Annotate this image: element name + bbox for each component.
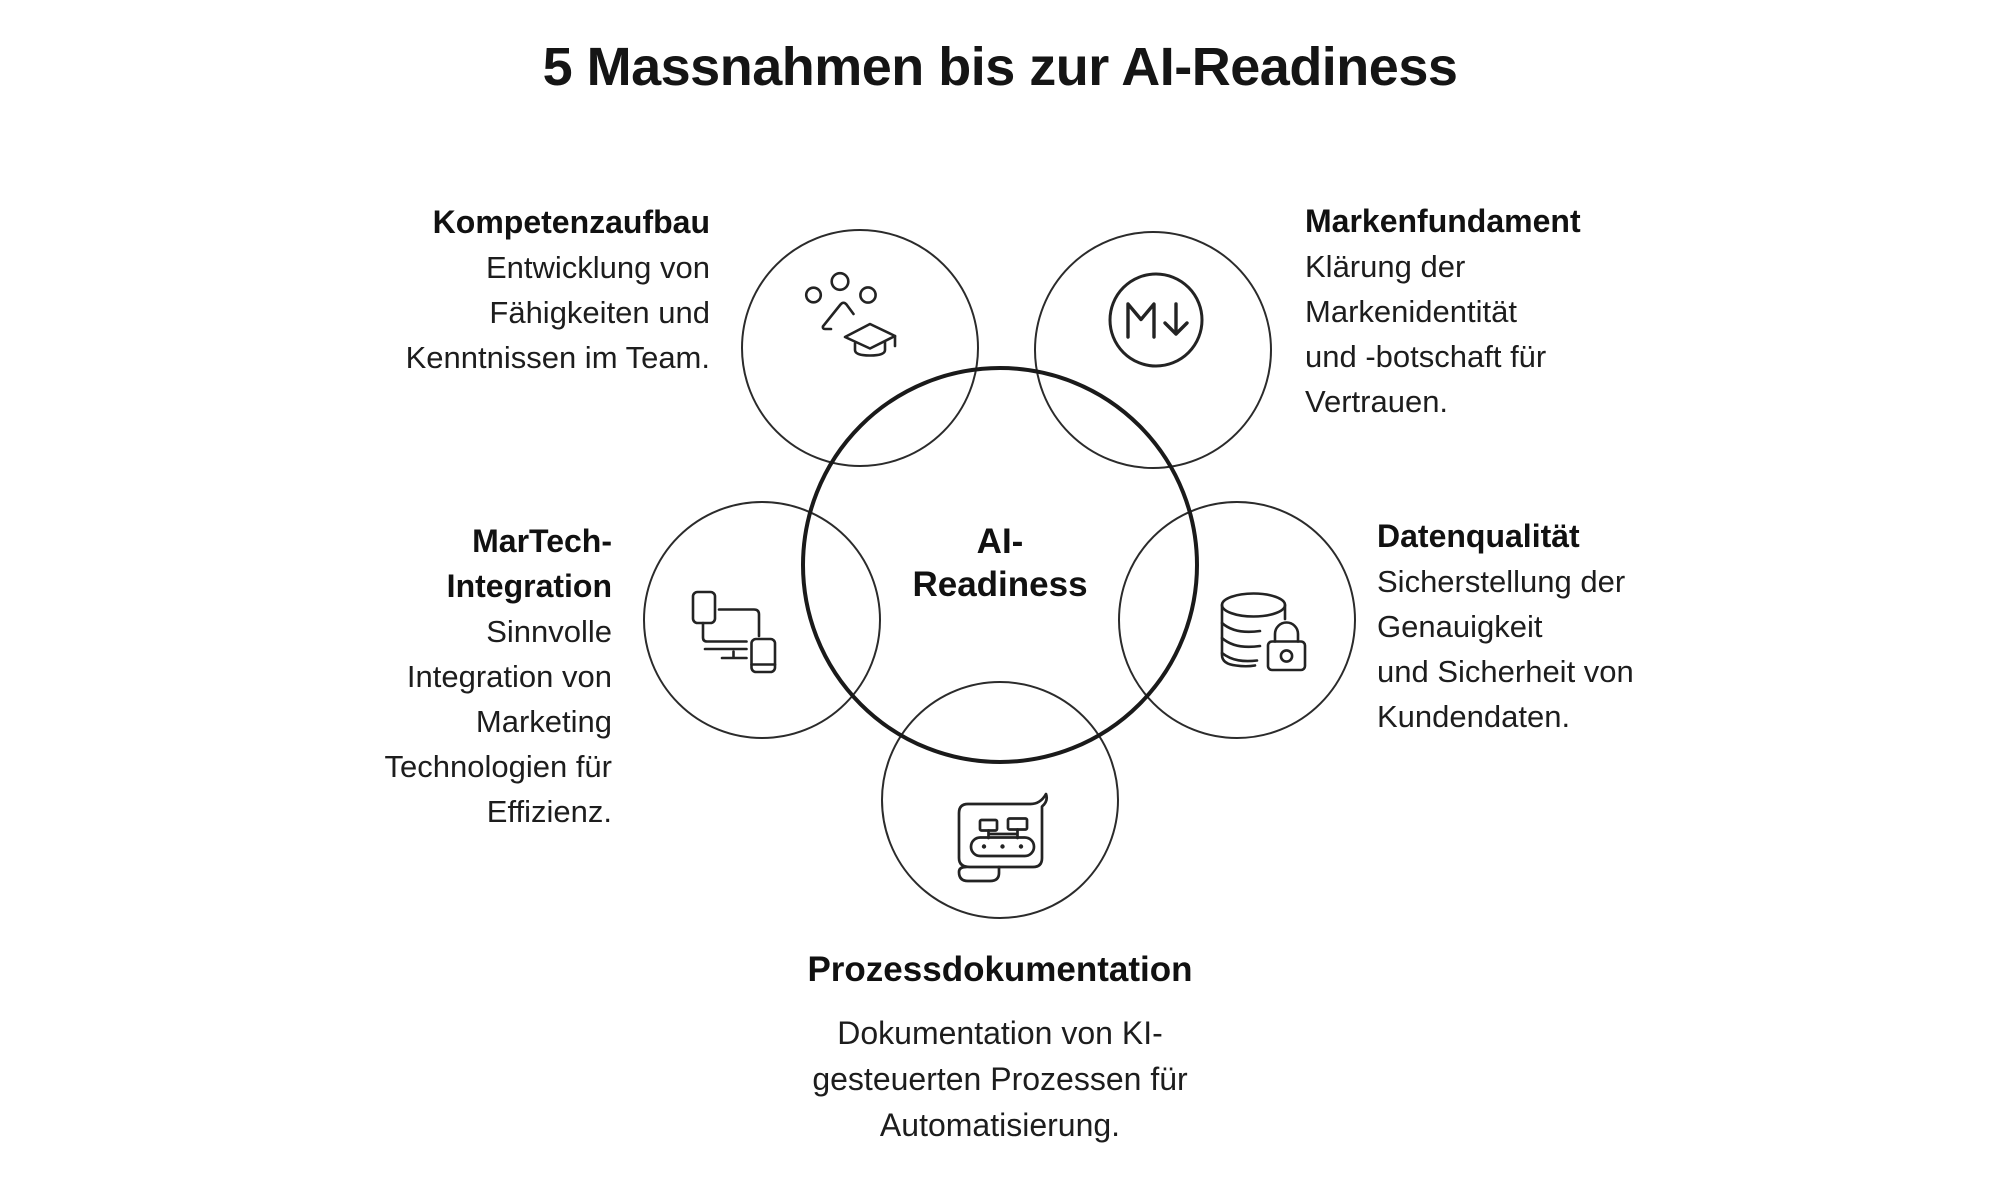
item-text-line: Kundendaten. — [1377, 699, 1571, 734]
item-text-line: Integration von — [406, 659, 612, 694]
database-lock-icon — [1220, 592, 1307, 672]
team-learning-icon — [804, 271, 897, 357]
item-text-line: Markenidentität — [1305, 294, 1517, 329]
markdown-circle-icon — [1108, 272, 1204, 368]
item-text-line: gesteuerten Prozessen für — [812, 1061, 1188, 1097]
item-text-line: Genauigkeit — [1377, 609, 1543, 644]
circle-prozessdokumentation — [881, 681, 1119, 919]
item-text-line: Dokumentation von KI- — [837, 1015, 1163, 1051]
item-text-line: Sinnvolle — [486, 614, 612, 649]
item-heading: Integration — [446, 568, 612, 604]
circle-markenfundament — [1034, 231, 1272, 469]
connected-devices-icon — [691, 590, 777, 674]
item-markenfundament: Markenfundament Klärung der Markenidenti… — [1305, 199, 1581, 424]
item-text-line: Effizienz. — [486, 794, 612, 829]
item-text-line: Fähigkeiten und — [489, 295, 710, 330]
circle-kompetenzaufbau — [741, 229, 979, 467]
item-text-line: Sicherstellung der — [1377, 564, 1626, 599]
page-title: 5 Massnahmen bis zur AI-Readiness — [542, 37, 1458, 97]
item-heading: MarTech- — [472, 523, 612, 559]
item-heading: Prozessdokumentation — [807, 950, 1193, 989]
circle-datenqualitaet — [1118, 501, 1356, 739]
item-heading: Datenqualität — [1377, 518, 1580, 554]
item-heading: Markenfundament — [1305, 203, 1581, 239]
item-text-line: Technologien für — [384, 749, 613, 784]
circle-martech — [643, 501, 881, 739]
center-label-line: Readiness — [912, 565, 1088, 604]
item-text-line: Vertrauen. — [1305, 384, 1449, 419]
item-martech-integration: MarTech- Integration Sinnvolle Integrati… — [385, 519, 613, 834]
item-heading: Kompetenzaufbau — [432, 204, 710, 240]
item-text-line: und Sicherheit von — [1377, 654, 1634, 689]
center-label-line: AI- — [976, 522, 1024, 561]
item-kompetenzaufbau: Kompetenzaufbau Entwicklung von Fähigkei… — [406, 200, 710, 380]
center-circle — [801, 366, 1199, 764]
item-text-line: Entwicklung von — [485, 250, 710, 285]
item-text-line: Kenntnissen im Team. — [405, 340, 710, 375]
item-text-line: Automatisierung. — [879, 1107, 1121, 1143]
item-text-line: und -botschaft für — [1305, 339, 1547, 374]
center-label: AI- Readiness — [912, 520, 1087, 606]
process-scroll-icon — [957, 792, 1049, 883]
item-prozessdokumentation: Dokumentation von KI- gesteuerten Prozes… — [812, 1010, 1187, 1148]
item-datenqualitaet: Datenqualität Sicherstellung der Genauig… — [1377, 514, 1634, 739]
item-text-line: Marketing — [475, 704, 612, 739]
item-text-line: Klärung der — [1305, 249, 1466, 284]
